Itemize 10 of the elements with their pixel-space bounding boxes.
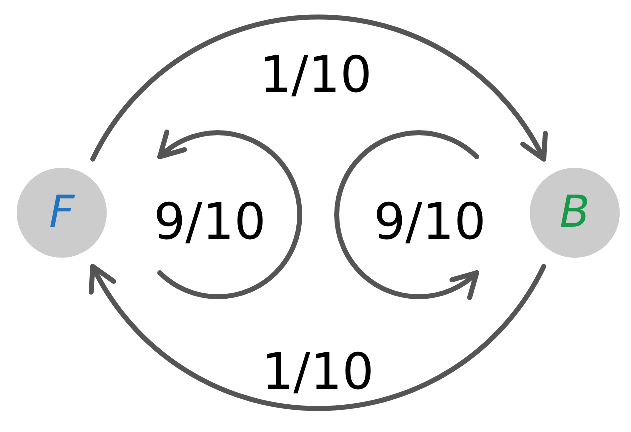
arrow [90,14,546,162]
arrow [334,130,480,300]
edge-label: 9/10 [154,197,266,247]
arrow [90,264,546,412]
state-label: F [49,191,75,235]
state-label: B [560,191,590,235]
edge-label: 9/10 [374,197,486,247]
arrow [158,130,302,300]
edge-label: 1/10 [260,50,372,100]
edge-label: 1/10 [262,347,374,397]
